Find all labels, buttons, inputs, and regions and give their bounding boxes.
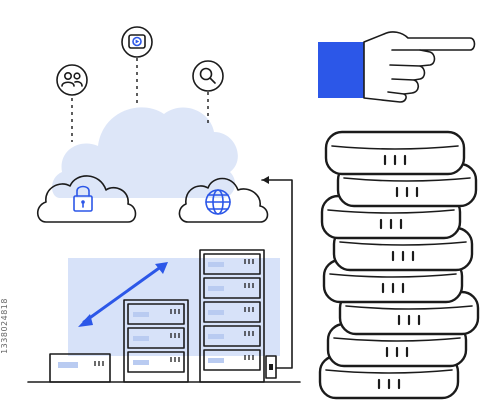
video-play-icon bbox=[121, 26, 153, 58]
globe-cloud bbox=[178, 177, 269, 223]
server-rack-small bbox=[49, 353, 111, 383]
coin-stack bbox=[318, 130, 480, 400]
globe-icon bbox=[205, 189, 231, 215]
lock-icon bbox=[73, 185, 93, 212]
shirt-cuff bbox=[318, 42, 364, 98]
coin bbox=[324, 130, 466, 176]
scale-arrow-icon bbox=[78, 262, 168, 327]
server-backdrop-panel bbox=[68, 258, 280, 356]
users-icon bbox=[56, 64, 88, 96]
large-cloud-shape bbox=[52, 107, 238, 198]
stock-id-watermark: 1338024818 bbox=[0, 298, 9, 354]
connector-cable bbox=[261, 176, 293, 379]
cloud-group bbox=[36, 26, 269, 223]
pointing-hand-icon bbox=[318, 31, 476, 103]
server-racks-group bbox=[27, 176, 301, 383]
lock-cloud bbox=[36, 175, 137, 223]
search-icon bbox=[192, 60, 224, 92]
